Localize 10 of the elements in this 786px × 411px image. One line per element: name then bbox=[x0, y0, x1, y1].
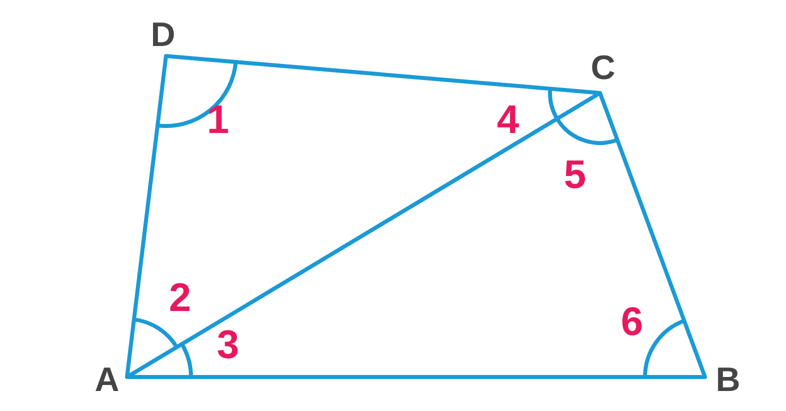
angle-number: 2 bbox=[168, 278, 192, 318]
vertex-label: C bbox=[590, 51, 616, 85]
angle-number: 3 bbox=[216, 325, 240, 365]
vertex-label: D bbox=[150, 18, 176, 52]
angle-number: 4 bbox=[496, 100, 520, 140]
vertex-label: A bbox=[94, 363, 120, 397]
vertex-label: B bbox=[716, 363, 740, 397]
angle-number: 1 bbox=[206, 100, 230, 140]
angle-number: 5 bbox=[564, 155, 586, 195]
angle-number: 6 bbox=[620, 302, 644, 342]
